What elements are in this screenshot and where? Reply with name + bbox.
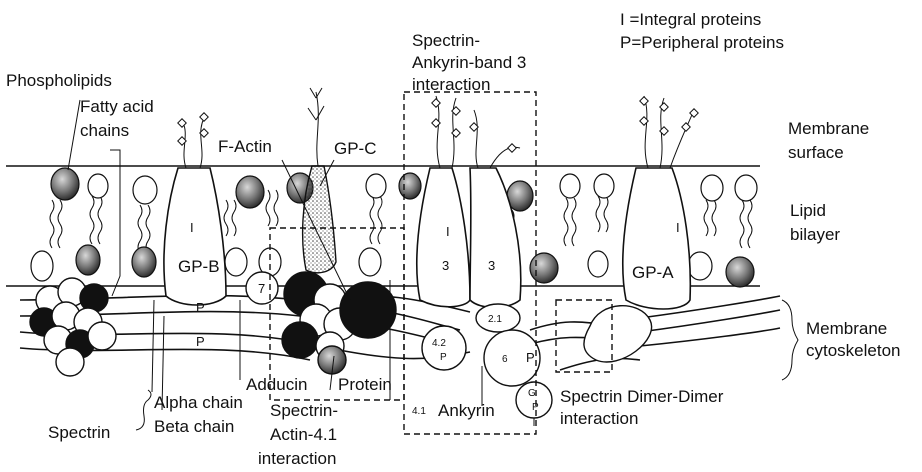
- band42-peripheral-mark: P: [440, 352, 447, 363]
- label-sab3-3: interaction: [412, 75, 490, 94]
- label-protein: Protein: [338, 375, 392, 394]
- band7-label: 7: [258, 281, 265, 296]
- label-sa41-1: Spectrin-: [270, 401, 338, 420]
- band41-label: 4.1: [412, 406, 426, 417]
- band-g-label: G: [528, 388, 536, 399]
- gp-a-integral-mark: I: [676, 220, 680, 235]
- label-membrane-cyto-2: cytoskeleton: [806, 341, 901, 360]
- label-alpha-chain: Alpha chain: [154, 393, 243, 412]
- label-sab3-2: Ankyrin-band 3: [412, 53, 526, 72]
- band3-right-label: 3: [488, 258, 495, 273]
- glycophorin-c: [303, 166, 336, 273]
- band-g-peripheral-mark: P: [532, 402, 539, 413]
- label-membrane-surface-2: surface: [788, 143, 844, 162]
- label-membrane-cyto-1: Membrane: [806, 319, 887, 338]
- label-membrane-surface-1: Membrane: [788, 119, 869, 138]
- band6-peripheral-mark: P: [526, 350, 535, 365]
- band42-label: 4.2: [432, 338, 446, 349]
- glycophorin-b: [164, 168, 226, 305]
- label-fatty-acid-2: chains: [80, 121, 129, 140]
- label-f-actin: F-Actin: [218, 137, 272, 156]
- actin-cluster-middle: [282, 272, 396, 374]
- gp-b-integral-mark: I: [190, 220, 194, 235]
- band-3-left: [417, 168, 470, 307]
- label-phospholipids: Phospholipids: [6, 71, 112, 90]
- label-spectrin: Spectrin: [48, 423, 110, 442]
- band3-left-label: 3: [442, 258, 449, 273]
- legend-peripheral: P=Peripheral proteins: [620, 33, 784, 52]
- label-ankyrin: Ankyrin: [438, 401, 495, 420]
- label-fatty-acid-1: Fatty acid: [80, 97, 154, 116]
- label-adducin: Adducin: [246, 375, 307, 394]
- band21-label: 2.1: [488, 314, 502, 325]
- label-sa41-3: interaction: [258, 449, 336, 468]
- gp-a-label: GP-A: [632, 263, 674, 282]
- legend-integral: I =Integral proteins: [620, 10, 761, 29]
- label-lipid-bilayer-1: Lipid: [790, 201, 826, 220]
- peripheral-mark-2: P: [196, 334, 205, 349]
- label-lipid-bilayer-2: bilayer: [790, 225, 840, 244]
- label-gp-c: GP-C: [334, 139, 377, 158]
- sugar-chains: [182, 88, 694, 168]
- glycophorin-a: [623, 168, 691, 309]
- label-sab3-1: Spectrin-: [412, 31, 480, 50]
- peripheral-mark-1: P: [196, 300, 205, 315]
- label-sdd-2: interaction: [560, 409, 638, 428]
- label-sa41-2: Actin-4.1: [270, 425, 337, 444]
- band3-integral-mark: I: [446, 224, 450, 239]
- gp-b-label: GP-B: [178, 257, 220, 276]
- actin-cluster-left: [30, 278, 116, 376]
- label-sdd-1: Spectrin Dimer-Dimer: [560, 387, 724, 406]
- band6-label: 6: [502, 354, 508, 365]
- label-beta-chain: Beta chain: [154, 417, 234, 436]
- spectrin-dimer-tail: [584, 306, 652, 362]
